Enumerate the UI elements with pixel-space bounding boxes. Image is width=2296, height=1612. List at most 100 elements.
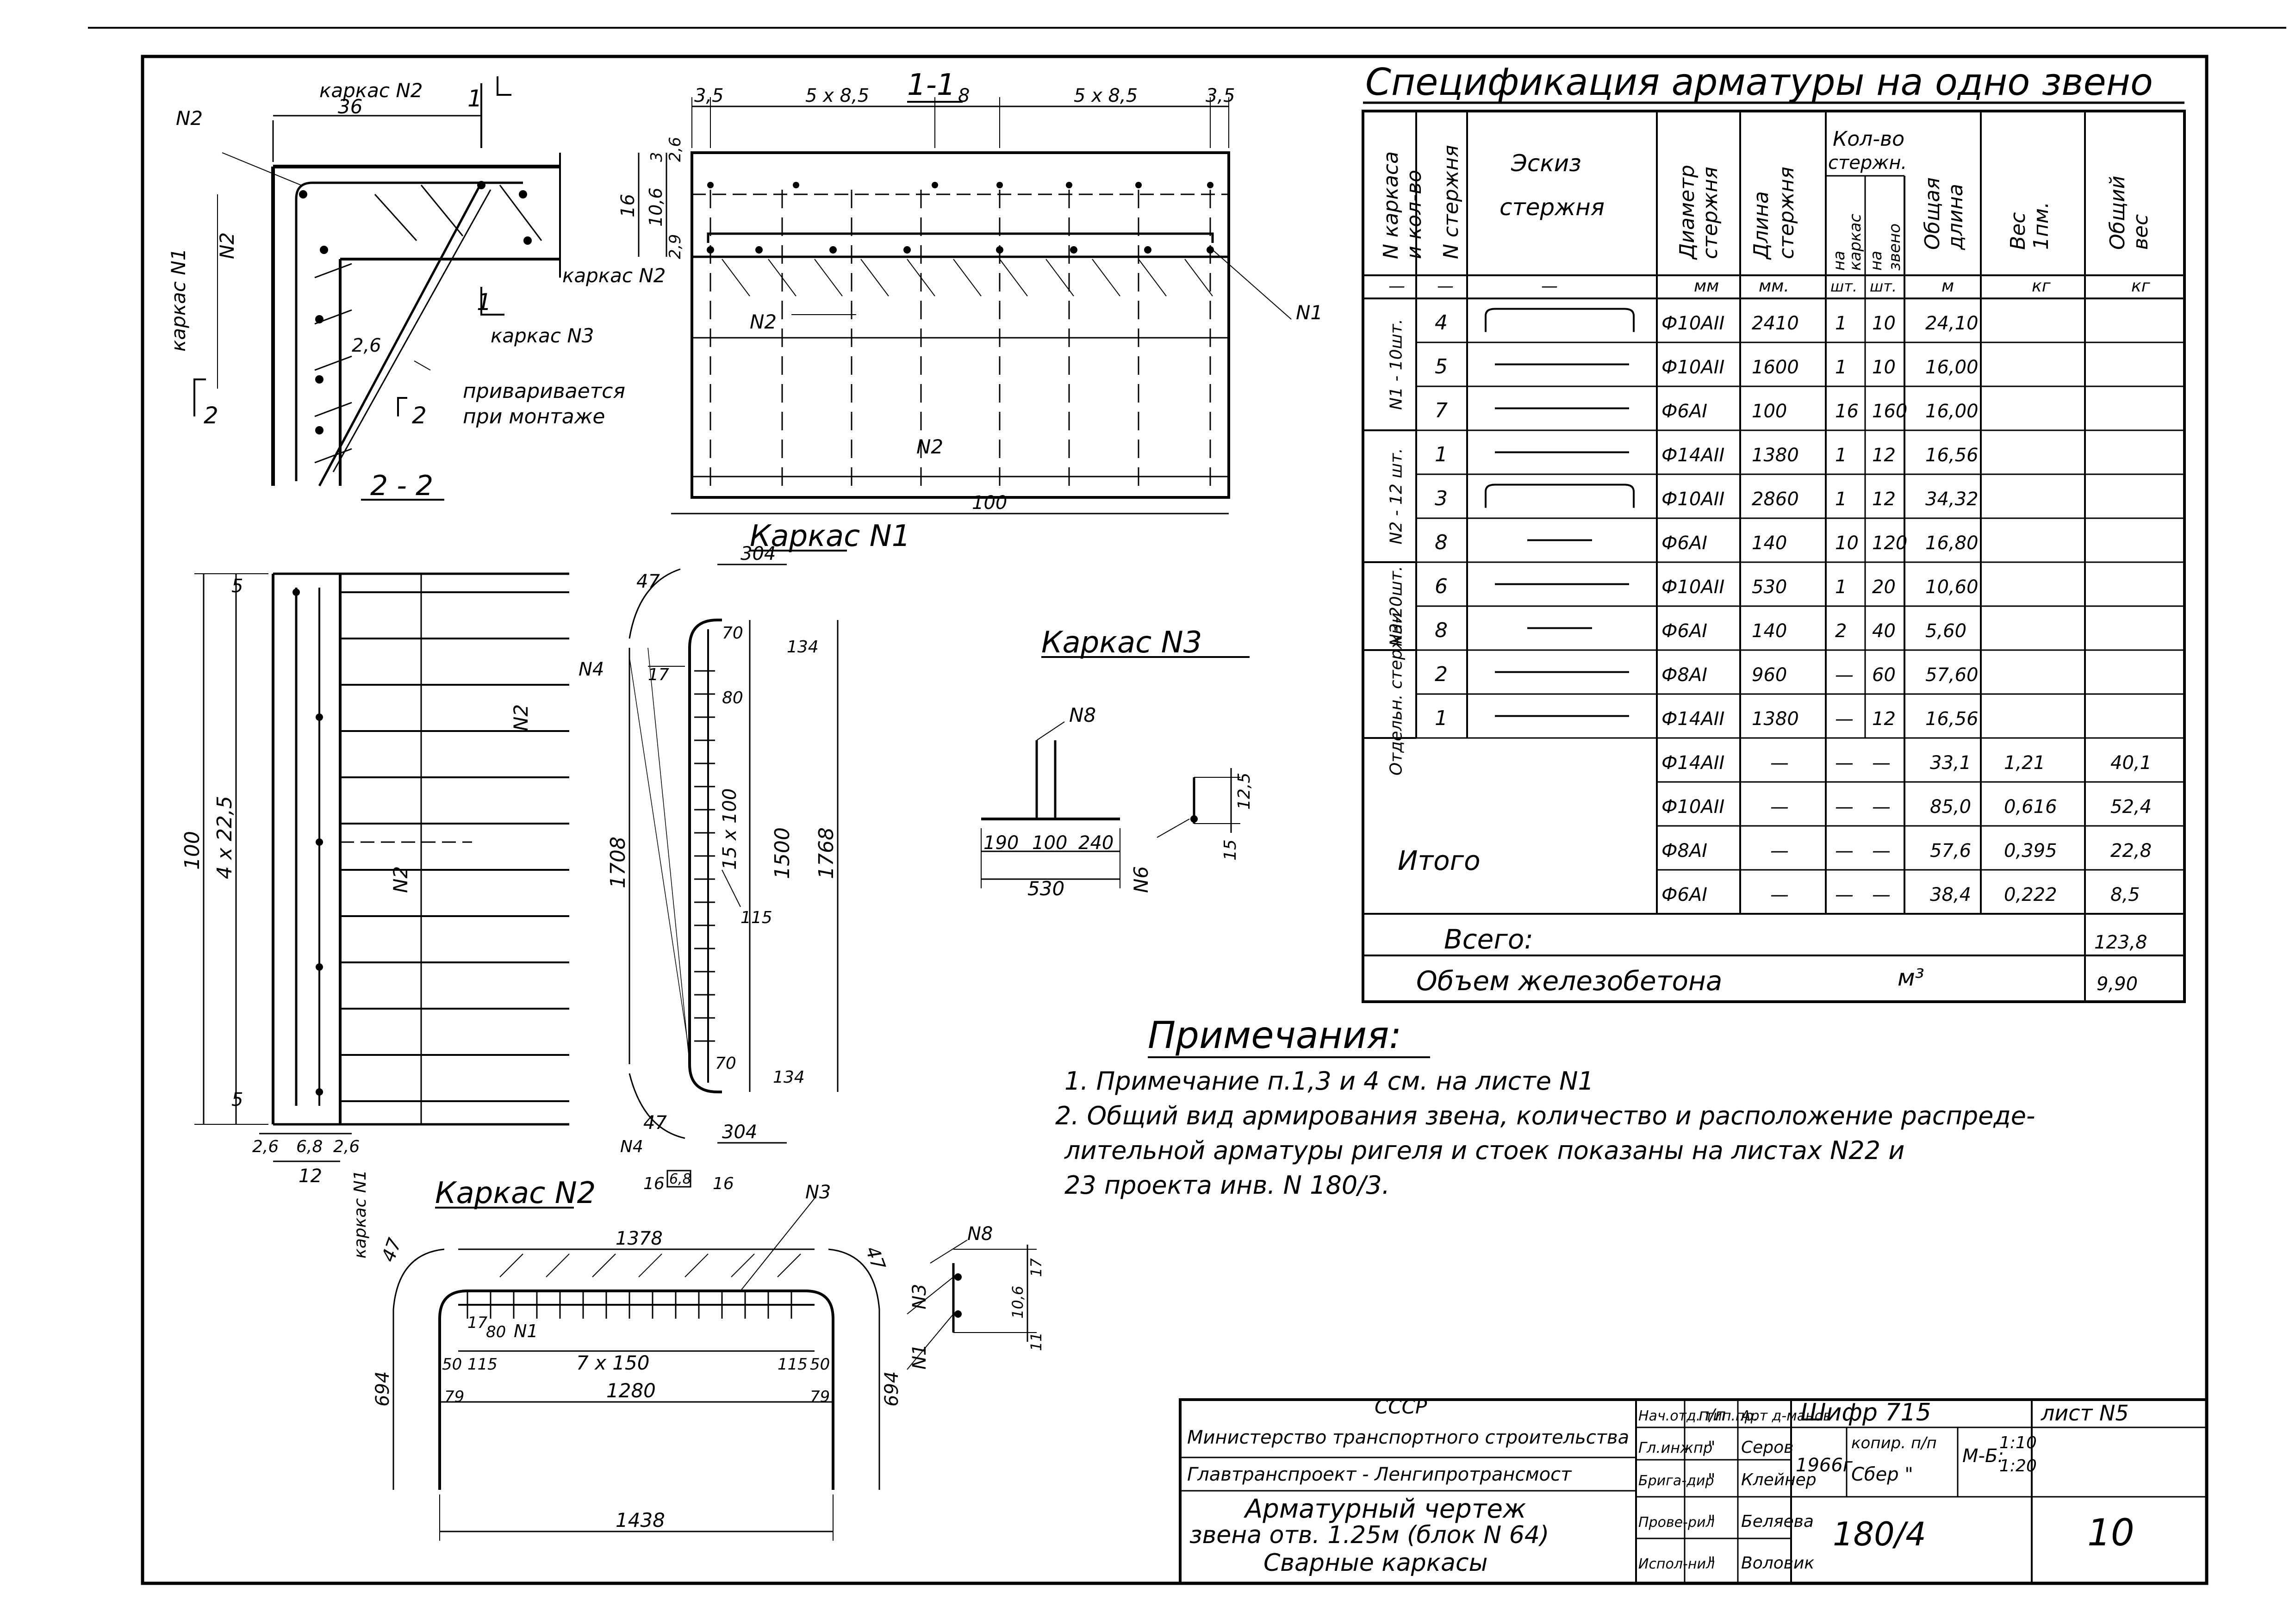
total-len: 57,6	[1930, 840, 1971, 862]
view-2-2: каркас N2 36 1 N2 N2 каркас N1 1 каркас …	[167, 76, 625, 502]
cell-length: 960	[1752, 664, 1787, 686]
spec-body: N1 - 10шт.N2 - 12 шт.N3-20шт.Отдельн. ст…	[1387, 308, 2152, 905]
section-1-arrow-b	[480, 287, 504, 316]
cell-per-frame: 10	[1835, 533, 1859, 554]
section-outline	[691, 151, 1230, 499]
cell-per-frame: 16	[1835, 401, 1859, 422]
mark-5: "	[1708, 1554, 1716, 1573]
notes-title: Примечания:	[1148, 1014, 1401, 1057]
dim-1768: 1768	[815, 827, 838, 879]
dim-50-a: 50	[442, 1355, 462, 1374]
name-1: Арт д-манов	[1740, 1408, 1831, 1424]
hatch-side	[647, 647, 690, 1065]
copy-label: копир. п/п	[1851, 1434, 1937, 1452]
dim-115-a: 115	[467, 1355, 498, 1374]
dim-4x22-5: 4 x 22,5	[213, 796, 236, 879]
dim-3-5-b: 3,5	[1206, 85, 1235, 106]
rebar-dot	[1207, 246, 1214, 254]
dim-2-6-a: 2,6	[252, 1137, 279, 1156]
unit-rod-no: —	[1437, 277, 1454, 296]
rebar-dot	[519, 190, 527, 198]
total-weight: 52,4	[2110, 796, 2152, 818]
hdr-length-2: стержня	[1775, 167, 1798, 259]
label-n1: N1	[1296, 301, 1323, 324]
title-karkas-n2: Каркас N2	[435, 1176, 596, 1210]
group-label: N3-20шт.	[1387, 566, 1406, 646]
hatch	[999, 259, 1028, 297]
cell-total-len: 16,56	[1925, 445, 1979, 466]
label-n4-b: N4	[620, 1137, 643, 1156]
cell-per-frame: 1	[1835, 445, 1847, 466]
unit-sketch: —	[1541, 277, 1558, 296]
dim-1438: 1438	[616, 1509, 665, 1531]
doc-number: 180/4	[1833, 1515, 1926, 1553]
dim-17-b: 17	[1027, 1258, 1045, 1277]
cell-length: 1380	[1752, 708, 1799, 730]
leader	[414, 360, 431, 371]
leader-n1	[1212, 249, 1292, 320]
total-per-frame: —	[1835, 840, 1854, 862]
unit-per-link: шт.	[1870, 278, 1897, 295]
dim-5-b: 5	[231, 1089, 243, 1110]
rebar-dot	[1190, 815, 1198, 823]
unit-weight1m: кг	[2032, 277, 2051, 296]
arc-47-top	[628, 568, 681, 639]
stirrup	[314, 402, 352, 417]
hatch	[953, 259, 982, 297]
dim-134-a: 134	[787, 638, 819, 657]
cell-total-len: 16,00	[1925, 401, 1979, 422]
dim-17: 17	[467, 1314, 488, 1332]
cell-diameter: Ф10АII	[1661, 577, 1724, 598]
cell-diameter: Ф10АII	[1661, 313, 1724, 334]
dim-100: 100	[1032, 832, 1067, 854]
rebar-dot	[320, 246, 328, 254]
dim-70-b: 70	[715, 1054, 736, 1073]
hatch	[1045, 259, 1074, 297]
dim-2-6-b: 2,6	[333, 1137, 360, 1156]
dim-5x8-5-a: 5 x 8,5	[805, 85, 869, 106]
all-label: Всего:	[1444, 924, 1533, 955]
total-per-frame: —	[1835, 796, 1854, 818]
arc-47-a	[392, 1248, 445, 1310]
stirrup	[499, 185, 542, 241]
bent-rod	[688, 619, 722, 1064]
dim-3: 3	[647, 152, 666, 162]
dim-11: 11	[1027, 1332, 1045, 1351]
total-per-link: —	[1872, 752, 1891, 774]
hdr-frame-no-2: и кол-во	[1402, 170, 1426, 259]
dim-304-b: 304	[722, 1122, 757, 1143]
hatch	[907, 259, 935, 297]
stamp-title-3: Сварные каркасы	[1263, 1549, 1488, 1577]
dim-2-9: 2,9	[666, 234, 684, 259]
cell-diameter: Ф6АI	[1661, 401, 1707, 422]
n1-rebar	[707, 232, 1214, 243]
rebar-dot	[292, 589, 300, 596]
total-weight: 40,1	[2110, 752, 2152, 774]
section-2-arrow-b	[397, 397, 407, 416]
dim-47-a: 47	[378, 1235, 406, 1265]
weld-note-2: при монтаже	[463, 405, 605, 428]
total-weight-1m: 0,616	[2004, 796, 2057, 818]
hatch	[684, 1253, 709, 1277]
unit-total-weight: кг	[2131, 277, 2151, 296]
total-weight: 22,8	[2110, 840, 2152, 862]
name-2: Серов	[1741, 1438, 1793, 1457]
stirrup	[374, 193, 417, 242]
stamp-title-1: Арматурный чертеж	[1244, 1494, 1526, 1524]
section-2-arrow-a	[193, 378, 206, 416]
label-n2-b: N2	[216, 232, 238, 259]
leader-115	[722, 869, 741, 907]
rebar-dot	[477, 181, 485, 189]
view-title-2-2: 2 - 2	[370, 470, 433, 502]
dim-10-6: 10,6	[646, 187, 666, 227]
dim-70-a: 70	[722, 624, 743, 643]
scale-1: 1:10	[1999, 1433, 2037, 1452]
note-line-1: 1. Примечание п.1,3 и 4 см. на листе N1	[1064, 1066, 1594, 1096]
cell-total-len: 34,32	[1925, 489, 1979, 510]
cell-length: 1380	[1752, 445, 1799, 466]
dim-1500: 1500	[771, 827, 794, 879]
dim-2-6: 2,6	[666, 137, 684, 162]
dim-12-5: 12,5	[1235, 773, 1254, 810]
dim-80: 80	[486, 1323, 506, 1341]
